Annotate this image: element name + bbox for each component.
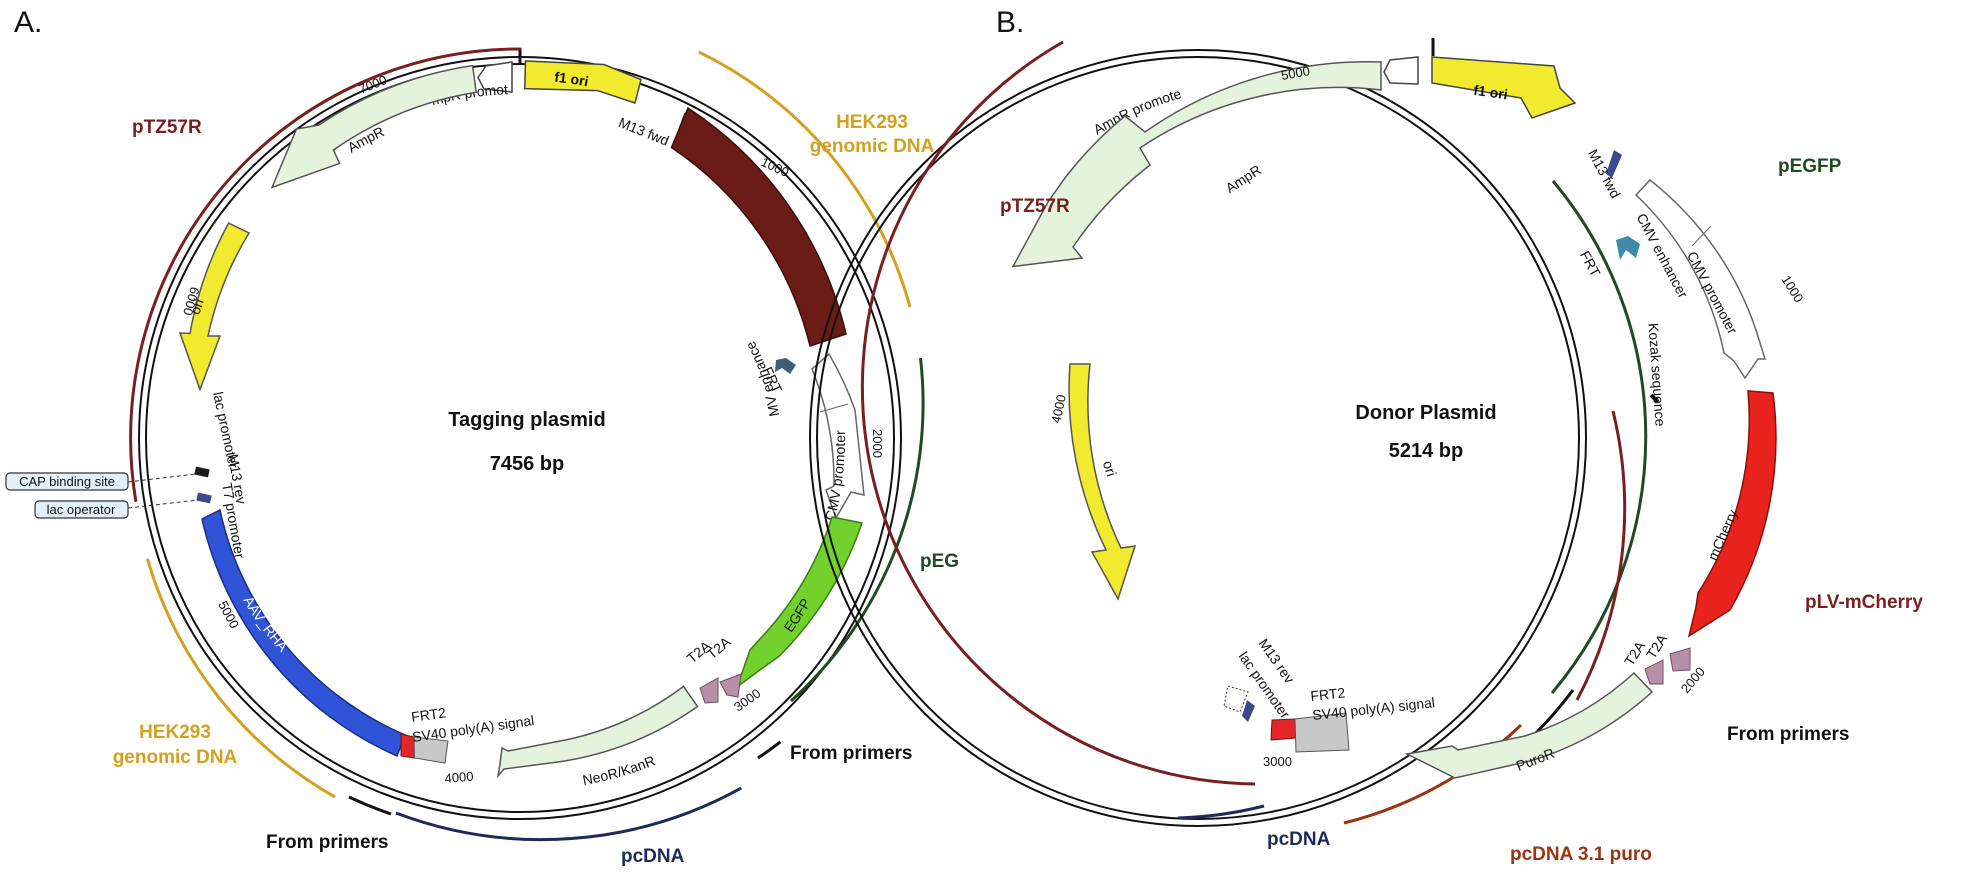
ampr-promoter-arrow-b <box>1383 56 1419 85</box>
segment-pcdna-label: pcDNA <box>621 846 685 867</box>
cmv-enhancer-label: CMV enhancer <box>0 0 782 418</box>
segment-hek-top-label-line1: HEK293 <box>836 112 908 133</box>
segment-ptz57r-b-arc <box>860 40 1256 786</box>
segment-from-primers-bottom-label: From primers <box>266 832 388 853</box>
segment-hek-top-arc <box>698 50 912 308</box>
segment-ptz57r-label: pTZ57R <box>132 117 202 138</box>
segment-from-primers-right-label: From primers <box>790 743 912 764</box>
kozak-marker <box>1649 393 1660 404</box>
cmv-divider <box>819 403 849 413</box>
source-segments-a <box>129 47 925 842</box>
segment-pegfp-label: pEGFP <box>1778 156 1842 177</box>
ori-arrow <box>178 222 251 392</box>
segment-plv-arc <box>1575 410 1627 701</box>
frt-marker <box>775 358 796 374</box>
f1-ori-label-b: f1 ori <box>1473 82 1509 103</box>
panel-b-plasmid-size: 5214 bp <box>1389 440 1463 462</box>
tick-b-1000: 1000 <box>1778 273 1806 305</box>
cmv-promoter-arrow-b <box>1634 178 1767 380</box>
t2a-label-2-b: T2A <box>1643 631 1671 662</box>
tick-a-2000: 2000 <box>870 429 885 458</box>
segment-ptz57r-b-label: pTZ57R <box>1000 196 1070 217</box>
cmv-promoter-label: CMV promoter <box>822 430 848 522</box>
segment-hek-left-label-line1: HEK293 <box>139 722 211 743</box>
cap-site-leader <box>127 473 197 483</box>
t2a-arrow-2-b <box>1644 659 1664 685</box>
segment-hek-top-label-line2: genomic DNA <box>810 136 935 157</box>
segment-pcdna-b-label: pcDNA <box>1267 829 1331 850</box>
t2a-arrow-2 <box>699 677 719 704</box>
aav-lha-bar <box>670 106 847 347</box>
segment-peg-arc <box>789 357 925 703</box>
panel-b: B. f1 ori AmpR promoter AmpR ori M13 fwd… <box>0 0 1923 865</box>
sv40-bar-b <box>1294 712 1350 753</box>
frt2-label-b: FRT2 <box>1310 684 1346 704</box>
segment-pcdna31-label: pcDNA 3.1 puro <box>1510 844 1652 865</box>
segment-from-primers-bottom-arc <box>348 795 392 816</box>
panel-a-letter: A. <box>14 6 42 39</box>
m13-fwd-label: M13 fwd <box>616 114 671 149</box>
lac-promoter-marker-b <box>1223 685 1249 713</box>
cmv-divider-b <box>1691 225 1712 247</box>
t2a-arrow-1 <box>719 673 742 698</box>
lac-operator-leader <box>127 499 199 509</box>
backbone-inner-ring-b <box>816 56 1580 820</box>
m13-fwd-marker-b <box>1606 150 1622 178</box>
panel-a: A. f1 ori AmpR promoter AmpR ori M13 fwd… <box>0 0 959 867</box>
tick-b-5000: 5000 <box>1280 63 1311 83</box>
frt-marker-b <box>1616 236 1640 260</box>
frt2-bar-b <box>1270 718 1297 741</box>
tick-a-4000: 4000 <box>444 769 474 786</box>
segment-pcdna31-arc <box>1343 723 1523 825</box>
ampr-arrow <box>270 64 478 189</box>
f1-ori-arrow <box>523 60 642 104</box>
segment-peg-label: pEG <box>920 551 959 572</box>
tick-b-3000: 3000 <box>1263 754 1292 769</box>
cmv-promoter-arrow <box>811 352 865 520</box>
neor-kanr-arrow <box>496 685 699 779</box>
segment-pegfp-arc <box>1550 180 1648 694</box>
f1-ori-label: f1 ori <box>554 69 590 90</box>
segment-hek-left-arc <box>146 558 336 799</box>
segment-ptz57r-arc <box>129 47 522 502</box>
lac-operator-callout: lac operator <box>34 500 129 519</box>
panel-a-plasmid-size: 7456 bp <box>490 453 564 475</box>
tick-b-4000: 4000 <box>1048 393 1069 424</box>
ori-label-b: ori <box>1100 459 1120 479</box>
t2a-label-2: T2A <box>704 633 734 662</box>
sv40-bar <box>413 736 449 764</box>
f1-ori-arrow-b <box>1431 56 1577 119</box>
kozak-label: Kozak sequence <box>1645 322 1668 427</box>
m13-rev-marker-b <box>1242 700 1255 722</box>
panel-b-letter: B. <box>996 6 1024 39</box>
ampr-label-b: AmpR <box>1223 162 1264 197</box>
segment-plv-label: pLV-mCherry <box>1805 592 1923 613</box>
panel-b-plasmid-name: Donor Plasmid <box>1355 402 1496 424</box>
cap-site-callout: CAP binding site <box>5 472 129 491</box>
puror-arrow <box>1404 671 1654 779</box>
ampr-arrow-b <box>1011 61 1382 268</box>
aav-rha-bar <box>201 508 406 758</box>
lac-operator-label: lac operator <box>47 502 116 517</box>
mcherry-arrow <box>1687 390 1777 638</box>
segment-pcdna-b-arc <box>1177 804 1265 820</box>
segment-hek-left-label-line2: genomic DNA <box>113 747 238 768</box>
backbone-outer-ring-b <box>809 49 1587 827</box>
panel-a-plasmid-name: Tagging plasmid <box>448 409 605 431</box>
ori-arrow-b <box>1068 363 1137 601</box>
t2a-arrow-1-b <box>1669 647 1691 672</box>
lac-operator-marker <box>196 492 212 504</box>
frt2-label: FRT2 <box>410 704 447 725</box>
segment-from-primers-right-arc <box>757 740 782 760</box>
ampr-promoter-arrow <box>477 61 513 93</box>
cap-site-label: CAP binding site <box>19 474 115 489</box>
segment-from-primers-b-label: From primers <box>1727 724 1849 745</box>
ori-label: ori <box>187 296 207 316</box>
cap-site-marker <box>194 466 210 478</box>
neor-kanr-label: NeoR/KanR <box>581 752 657 788</box>
segment-pcdna-arc <box>395 786 742 842</box>
